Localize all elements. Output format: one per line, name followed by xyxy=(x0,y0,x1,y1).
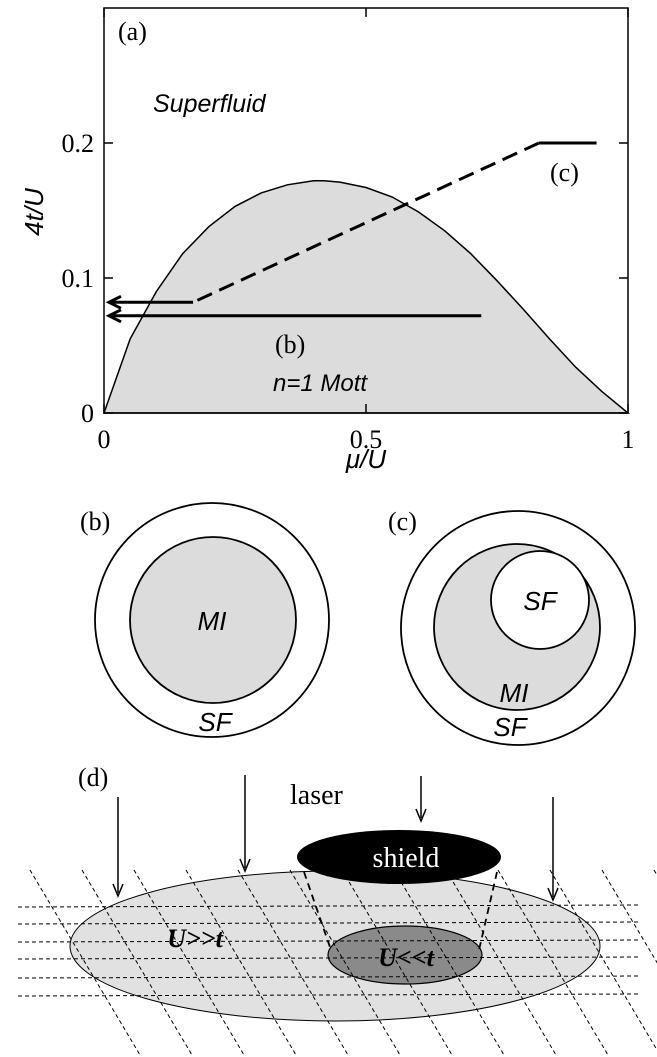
panel-c: (c) SF MI SF xyxy=(388,507,636,746)
sf-label: SF xyxy=(198,707,233,737)
path-c-label: (c) xyxy=(550,158,579,187)
mott-label: n=1 Mott xyxy=(273,370,368,397)
shield-disk xyxy=(297,830,501,884)
laser-label: laser xyxy=(290,780,344,811)
panel-c-label: (c) xyxy=(388,507,417,536)
path-c-dashed-line xyxy=(192,141,540,304)
panel-b-label: (b) xyxy=(80,507,110,536)
panel-b: (b) MI SF xyxy=(80,502,330,738)
x-tick-label: 1 xyxy=(622,425,635,454)
y-tick-label: 0.2 xyxy=(62,129,95,158)
lattice-diagonal-line xyxy=(29,869,141,1056)
optical-lattice-grid xyxy=(17,869,657,1056)
shadow-left-edge xyxy=(303,871,332,951)
path-c-arrowhead xyxy=(105,294,122,310)
lattice-diagonal-line xyxy=(341,869,453,1056)
panel-d: (d) shield laser U>>t U<<t xyxy=(17,763,657,1056)
panel-a-label: (a) xyxy=(118,17,147,46)
lattice-diagonal-line xyxy=(445,869,557,1056)
lattice-diagonal-line xyxy=(497,869,609,1056)
y-axis-label: 4t/U xyxy=(19,188,49,236)
mi-label: MI xyxy=(198,606,227,636)
lattice-horizontal-line xyxy=(17,956,641,960)
inner-region-label: U<<t xyxy=(378,943,434,972)
lattice-horizontal-line xyxy=(17,939,641,943)
lattice-horizontal-line xyxy=(17,921,641,925)
x-tick-label: 0 xyxy=(98,425,111,454)
laser-beam-2-arrowhead xyxy=(239,858,251,873)
outer-region-label: U>>t xyxy=(167,924,223,953)
mott-lobe-region xyxy=(102,180,631,414)
sf-outer-label: SF xyxy=(493,712,528,742)
sf-inclusion xyxy=(490,550,590,650)
mi-label: MI xyxy=(500,678,529,708)
lattice-diagonal-line xyxy=(185,869,297,1056)
lattice-horizontal-line xyxy=(17,904,641,908)
lattice-diagonal-line xyxy=(81,869,193,1056)
sf-inner-label: SF xyxy=(523,586,558,616)
superfluid-label: Superfluid xyxy=(153,90,267,118)
laser-beam-1-arrowhead xyxy=(112,883,124,898)
lattice-diagonal-line xyxy=(237,869,349,1056)
laser-beams xyxy=(112,775,559,902)
path-b-arrowhead xyxy=(105,308,122,324)
shadow-right-edge xyxy=(478,871,498,951)
y-axis-ticks: 0 0.1 0.2 xyxy=(62,129,628,428)
lattice-diagonal-line xyxy=(601,869,657,964)
lattice-horizontal-line xyxy=(17,975,641,979)
lattice-diagonal-line xyxy=(393,869,505,1056)
lattice-diagonal-line xyxy=(549,869,657,1051)
path-b-label: (b) xyxy=(275,330,305,359)
lattice-diagonal-line xyxy=(289,869,401,1056)
panel-d-label: (d) xyxy=(78,763,108,792)
laser-beam-3-arrowhead xyxy=(415,808,427,823)
shield-label: shield xyxy=(373,843,440,874)
x-axis-label: μ/U xyxy=(345,444,386,474)
lattice-diagonal-line xyxy=(133,869,245,1056)
y-tick-label: 0 xyxy=(81,399,94,428)
y-tick-label: 0.1 xyxy=(62,264,95,293)
shielded-region xyxy=(327,925,483,985)
mott-core xyxy=(129,536,297,704)
x-tick-label: 0.5 xyxy=(350,425,383,454)
shield-shadow-lines xyxy=(303,871,498,951)
lattice-horizontal-line xyxy=(17,993,641,997)
laser-beam-4-arrowhead xyxy=(547,887,559,902)
